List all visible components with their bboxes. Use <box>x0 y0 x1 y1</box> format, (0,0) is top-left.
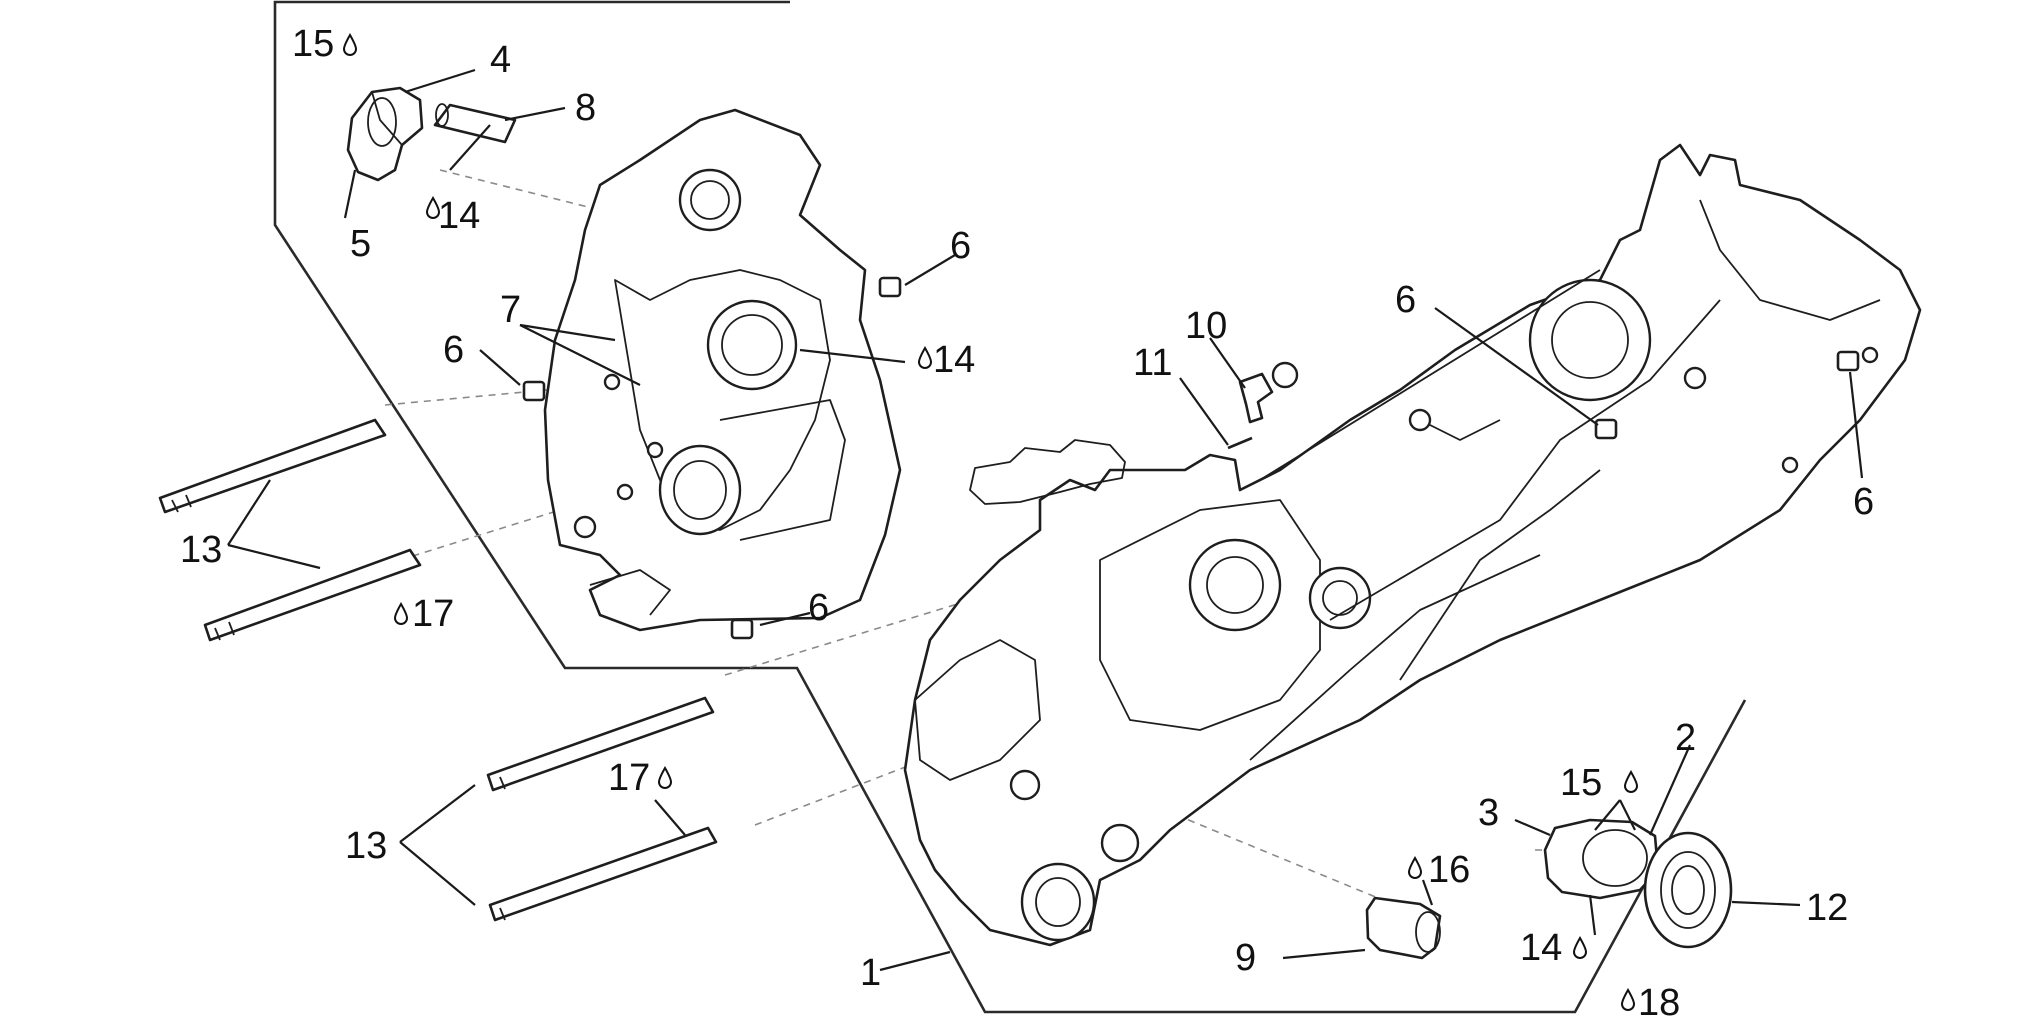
callout-3: 3 <box>1478 792 1499 834</box>
drop-icon <box>393 601 409 625</box>
callout-17-lower: 17 <box>608 757 650 799</box>
callout-6-right: 6 <box>1853 481 1874 523</box>
drop-icon <box>1407 855 1423 879</box>
small-parts <box>158 86 1860 960</box>
right-crankcase-half <box>903 143 1922 947</box>
callout-17-upper: 17 <box>412 593 454 635</box>
leader-lines <box>227 68 1864 972</box>
left-crankcase-half <box>543 108 902 632</box>
callout-11: 11 <box>1133 342 1172 384</box>
drop-icon <box>1623 769 1639 793</box>
callout-9: 9 <box>1235 937 1256 979</box>
drop-icon <box>342 32 358 56</box>
callout-14-middle: 14 <box>933 339 975 381</box>
callout-6-right-top: 6 <box>1395 279 1416 321</box>
callout-13-lower: 13 <box>345 825 387 867</box>
callout-6-lower-left: 6 <box>808 587 829 629</box>
callout-15-bottom: 15 <box>1560 762 1602 804</box>
callout-7: 7 <box>500 289 521 331</box>
callout-5: 5 <box>350 223 371 265</box>
callout-13-upper: 13 <box>180 529 222 571</box>
callout-12: 12 <box>1806 887 1848 929</box>
callout-1: 1 <box>860 952 881 994</box>
callout-16: 16 <box>1428 849 1470 891</box>
callout-15-top: 15 <box>292 23 334 65</box>
lubrication-drop-icons <box>342 32 1639 1011</box>
callout-2: 2 <box>1675 717 1696 759</box>
callout-6-upper-left: 6 <box>950 225 971 267</box>
callout-6-left: 6 <box>443 329 464 371</box>
callout-14-top: 14 <box>438 195 480 237</box>
drop-icon <box>657 765 673 789</box>
callout-8: 8 <box>575 87 596 129</box>
cover-gasket <box>969 439 1126 505</box>
drop-icon <box>1620 987 1636 1011</box>
drop-icon <box>1572 935 1588 959</box>
drop-icon <box>425 195 441 219</box>
callout-10: 10 <box>1185 305 1227 347</box>
drop-icon <box>917 345 933 369</box>
callout-4: 4 <box>490 39 511 81</box>
group-frame <box>273 0 1747 1014</box>
callout-labels: 15 4 8 14 5 6 7 6 14 13 17 6 10 11 6 6 1… <box>180 23 1874 1019</box>
callout-14-bottom: 14 <box>1520 927 1562 969</box>
callout-18: 18 <box>1638 982 1680 1019</box>
